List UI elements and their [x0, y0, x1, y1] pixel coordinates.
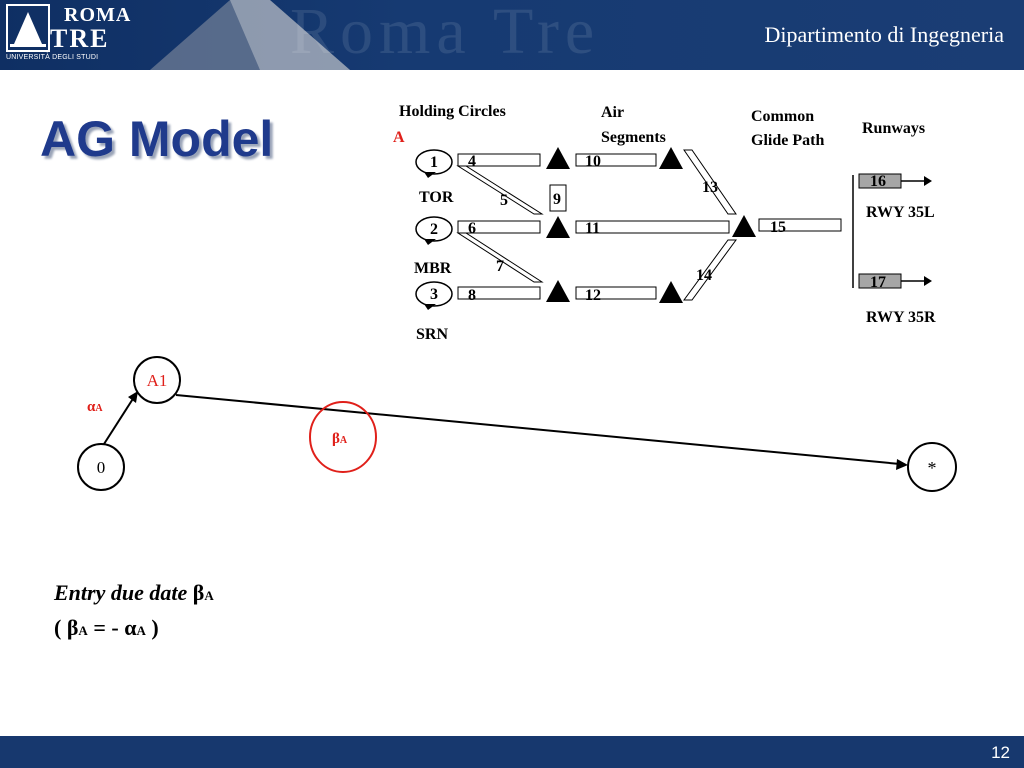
slide-title: AG Model — [40, 111, 274, 167]
holding-circle-2: 2 — [415, 216, 453, 245]
segment-4 — [457, 153, 541, 167]
waypoint-triangle — [732, 215, 756, 237]
logo-tre: TRE — [50, 24, 110, 53]
formula-beta: β — [66, 615, 79, 640]
logo-university: UNIVERSITÀ DEGLI STUDI — [6, 54, 99, 61]
segment-11 — [575, 220, 730, 234]
entry-tor: TOR — [419, 189, 454, 206]
beta-label: βA — [332, 431, 348, 447]
department-name: Dipartimento di Ingegneria — [764, 22, 1004, 47]
arc-a1-sink — [175, 394, 901, 465]
beta-symbol: β — [192, 580, 205, 605]
circle-label-2: 2 — [430, 221, 438, 238]
segment-14 — [683, 239, 737, 301]
entry-due-date-text: Entry due date — [54, 580, 193, 605]
segment-label-12: 12 — [585, 287, 601, 304]
heading-holding-circles: Holding Circles — [399, 103, 506, 120]
pyramid-image — [150, 0, 350, 70]
node-label-origin: 0 — [97, 458, 106, 477]
segment-label-8: 8 — [468, 287, 476, 304]
node-label-sink: * — [928, 458, 937, 478]
entry-mbr: MBR — [414, 260, 452, 277]
node-origin — [77, 443, 125, 491]
segment-label-15: 15 — [770, 219, 786, 236]
arrow-head-icon — [924, 276, 932, 286]
waypoint-triangle — [659, 281, 683, 303]
circle-label-3: 3 — [430, 286, 438, 303]
formula-line: ( βA = - αA ) — [54, 615, 159, 641]
logo-emblem-icon — [6, 4, 50, 52]
node-a1 — [133, 356, 181, 404]
segment-label-11: 11 — [585, 220, 600, 237]
arrow-head-icon — [924, 176, 932, 186]
waypoint-triangle — [546, 147, 570, 169]
university-logo: ROMA TRE UNIVERSITÀ DEGLI STUDI — [6, 4, 130, 64]
segment-9 — [549, 184, 567, 212]
formula-alpha-sub: A — [136, 623, 146, 638]
circle-label-1: 1 — [430, 154, 438, 171]
footer-bar: 12 — [0, 736, 1024, 768]
watermark-text: Roma Tre — [290, 0, 601, 68]
segment-label-6: 6 — [468, 220, 476, 237]
segment-5 — [456, 165, 544, 215]
formula-beta-sub: A — [78, 623, 88, 638]
heading-common: Common — [751, 108, 814, 125]
waypoint-triangle — [546, 216, 570, 238]
heading-glide-path: Glide Path — [751, 132, 824, 149]
heading-runways: Runways — [862, 120, 925, 137]
segment-label-14: 14 — [696, 267, 712, 284]
segment-13 — [683, 149, 737, 215]
entry-due-date-line: Entry due date βA — [54, 580, 214, 606]
holding-circle-1: 1 — [415, 149, 453, 178]
heading-segments: Segments — [601, 129, 666, 146]
arc-0-a1 — [103, 393, 137, 445]
holding-circle-3: 3 — [415, 281, 453, 310]
node-sink — [907, 442, 957, 492]
airspace-diagram: Holding Circles Air Segments Common Glid… — [393, 103, 936, 343]
segment-label-10: 10 — [585, 153, 601, 170]
runway-name-35l: RWY 35L — [866, 204, 935, 221]
logo-roma: ROMA — [64, 4, 132, 26]
segment-label-9: 9 — [553, 191, 561, 208]
node-label-a1: A1 — [147, 371, 168, 390]
waypoint-triangle — [546, 280, 570, 302]
runway-label-16: 16 — [870, 173, 886, 190]
beta-highlight-circle — [309, 401, 377, 473]
arrow-head-icon — [128, 391, 138, 403]
entry-srn: SRN — [416, 326, 448, 343]
segment-10 — [575, 153, 657, 167]
segment-label-4: 4 — [468, 153, 476, 170]
header-banner: Roma Tre ROMA TRE UNIVERSITÀ DEGLI STUDI… — [0, 0, 1024, 70]
beta-subscript: A — [204, 588, 214, 603]
segment-label-13: 13 — [702, 179, 718, 196]
segment-8 — [457, 286, 541, 300]
segment-15 — [758, 218, 842, 232]
page-number: 12 — [991, 743, 1010, 762]
segment-7 — [456, 232, 544, 283]
arrow-head-icon — [896, 459, 908, 470]
formula-alpha: α — [124, 615, 137, 640]
segment-12 — [575, 286, 657, 300]
segment-label-7: 7 — [496, 258, 504, 275]
formula-equals: = - — [87, 615, 125, 640]
segment-label-5: 5 — [500, 192, 508, 209]
heading-air: Air — [601, 104, 624, 121]
marker-a: A — [393, 129, 405, 146]
alpha-label: αA — [87, 399, 103, 415]
formula-open: ( — [54, 615, 67, 640]
formula-close: ) — [145, 615, 159, 640]
segment-6 — [457, 220, 541, 234]
runway-label-17: 17 — [870, 274, 886, 291]
waypoint-triangle — [659, 147, 683, 169]
runway-name-35r: RWY 35R — [866, 309, 936, 326]
alternative-graph: A1 0 * αA βA — [77, 356, 957, 492]
